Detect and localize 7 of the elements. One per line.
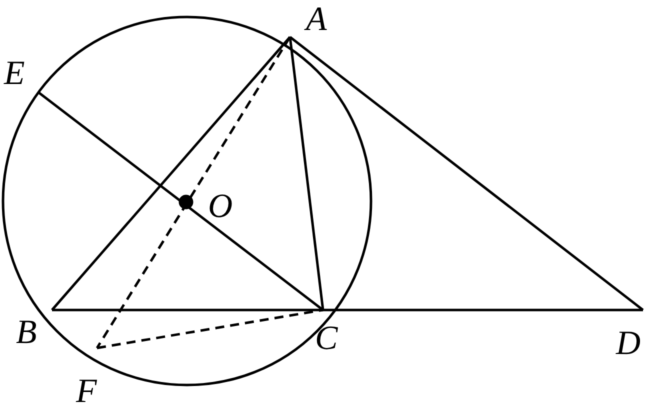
- point-label: D: [616, 325, 641, 362]
- point-label: B: [16, 314, 37, 351]
- point-label: O: [208, 188, 233, 225]
- point-label: A: [306, 1, 327, 38]
- point-label: E: [4, 55, 25, 92]
- point-label: C: [315, 320, 338, 357]
- point-label: F: [76, 373, 97, 410]
